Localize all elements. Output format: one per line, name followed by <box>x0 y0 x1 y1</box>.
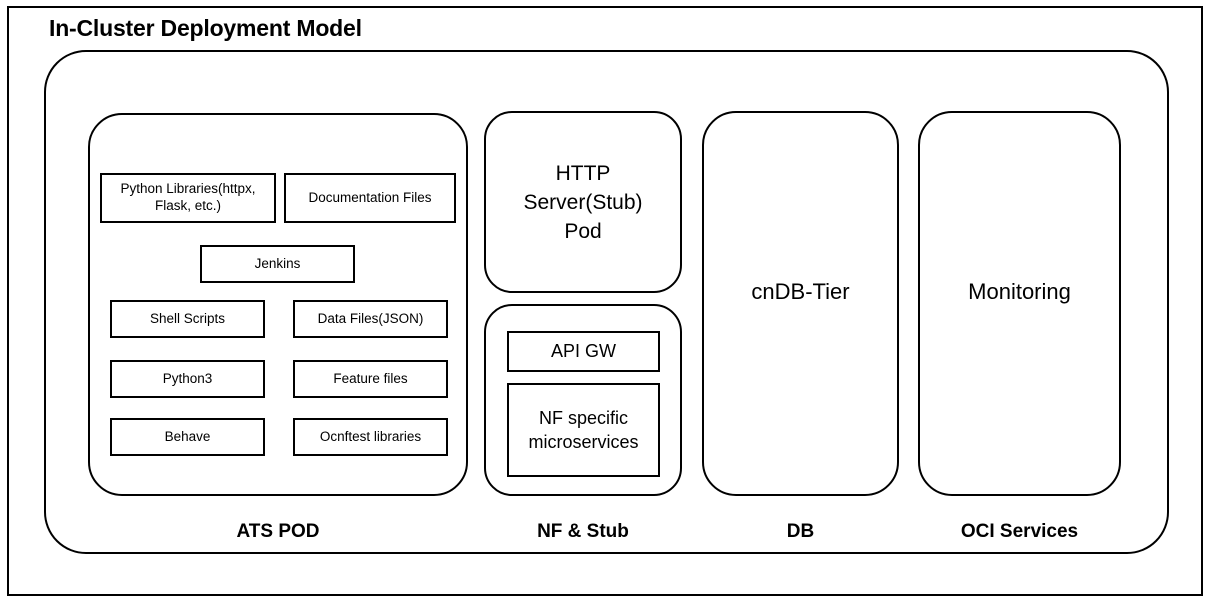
box-api-gw: API GW <box>507 331 660 372</box>
label-cndb-tier: cnDB-Tier <box>751 279 850 304</box>
box-shell-scripts: Shell Scripts <box>110 300 265 338</box>
caption-oci-services: OCI Services <box>960 521 1079 542</box>
group-cndb-tier <box>702 111 899 496</box>
box-python-libraries: Python Libraries(httpx, Flask, etc.) <box>100 173 276 223</box>
box-behave: Behave <box>110 418 265 456</box>
box-nf-specific-microservices: NF specific microservices <box>507 383 660 477</box>
caption-db: DB <box>786 521 815 542</box>
caption-ats-pod: ATS POD <box>236 521 320 542</box>
label-monitoring: Monitoring <box>968 279 1071 304</box>
box-feature-files: Feature files <box>293 360 448 398</box>
label-http-server-stub-pod: HTTP Server(Stub) Pod <box>523 162 643 243</box>
box-python3: Python3 <box>110 360 265 398</box>
page-title: In-Cluster Deployment Model <box>49 15 362 41</box>
caption-nf-and-stub: NF & Stub <box>537 521 629 542</box>
group-http-server-stub-pod <box>484 111 682 293</box>
box-documentation-files: Documentation Files <box>284 173 456 223</box>
box-ocnftest-libraries: Ocnftest libraries <box>293 418 448 456</box>
box-data-files: Data Files(JSON) <box>293 300 448 338</box>
box-jenkins: Jenkins <box>200 245 355 283</box>
group-monitoring <box>918 111 1121 496</box>
